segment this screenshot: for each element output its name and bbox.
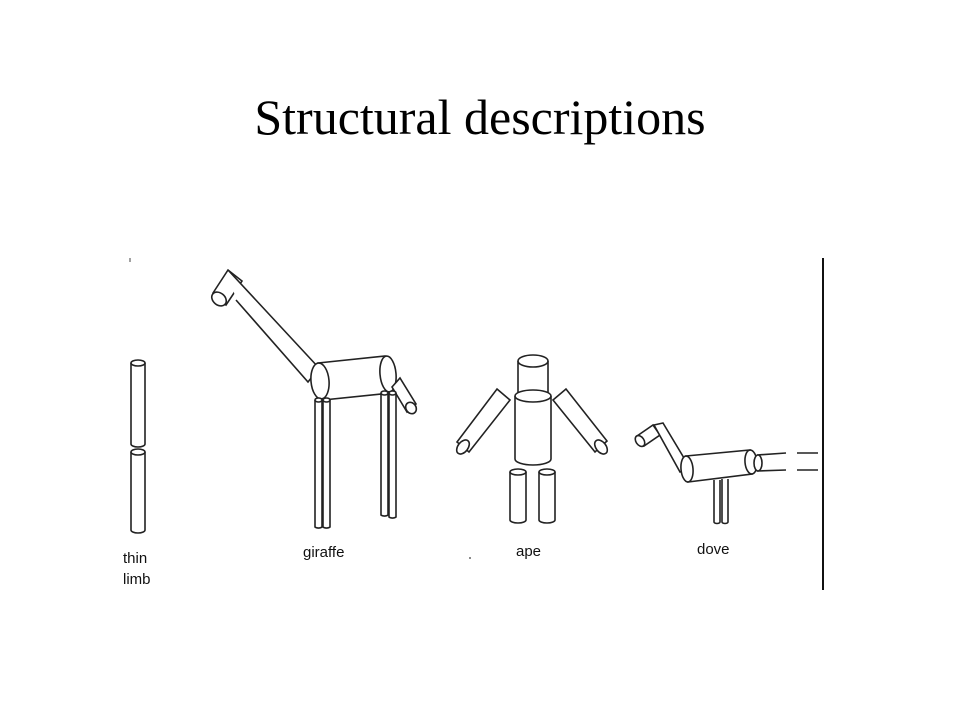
label-giraffe: giraffe bbox=[303, 544, 344, 561]
giraffe-back-leg-right bbox=[388, 390, 397, 519]
dove-left-leg bbox=[713, 480, 721, 525]
giraffe-model bbox=[210, 268, 418, 529]
giraffe-neck-cylinder bbox=[227, 269, 321, 384]
ape-right-leg-cylinder bbox=[538, 468, 556, 524]
dove-right-leg bbox=[721, 479, 729, 525]
label-limb: limb bbox=[123, 571, 151, 588]
giraffe-front-leg-left bbox=[314, 397, 323, 529]
giraffe-back-leg-left bbox=[380, 390, 389, 517]
dove-body-cylinder bbox=[680, 449, 758, 483]
ape-left-leg-cylinder bbox=[509, 468, 527, 524]
giraffe-body-cylinder bbox=[310, 355, 397, 401]
label-ape: ape bbox=[516, 543, 541, 560]
ape-right-arm-cylinder bbox=[551, 387, 609, 455]
thin-limb-lower-cylinder bbox=[130, 448, 146, 534]
thin-limb-upper-cylinder bbox=[130, 359, 146, 448]
label-thin: thin bbox=[123, 550, 147, 567]
dove-model bbox=[634, 422, 818, 525]
label-dove: dove bbox=[697, 541, 730, 558]
scan-dot bbox=[469, 557, 471, 559]
ape-model bbox=[455, 354, 609, 524]
giraffe-front-leg-right bbox=[322, 397, 331, 529]
thin-limb-model bbox=[130, 359, 146, 534]
ape-torso-cylinder bbox=[514, 389, 552, 466]
ape-left-arm-cylinder bbox=[455, 387, 512, 455]
slide-title: Structural descriptions bbox=[254, 89, 706, 145]
dove-tail-cylinder bbox=[753, 452, 818, 472]
giraffe-tail-cylinder bbox=[391, 376, 418, 415]
